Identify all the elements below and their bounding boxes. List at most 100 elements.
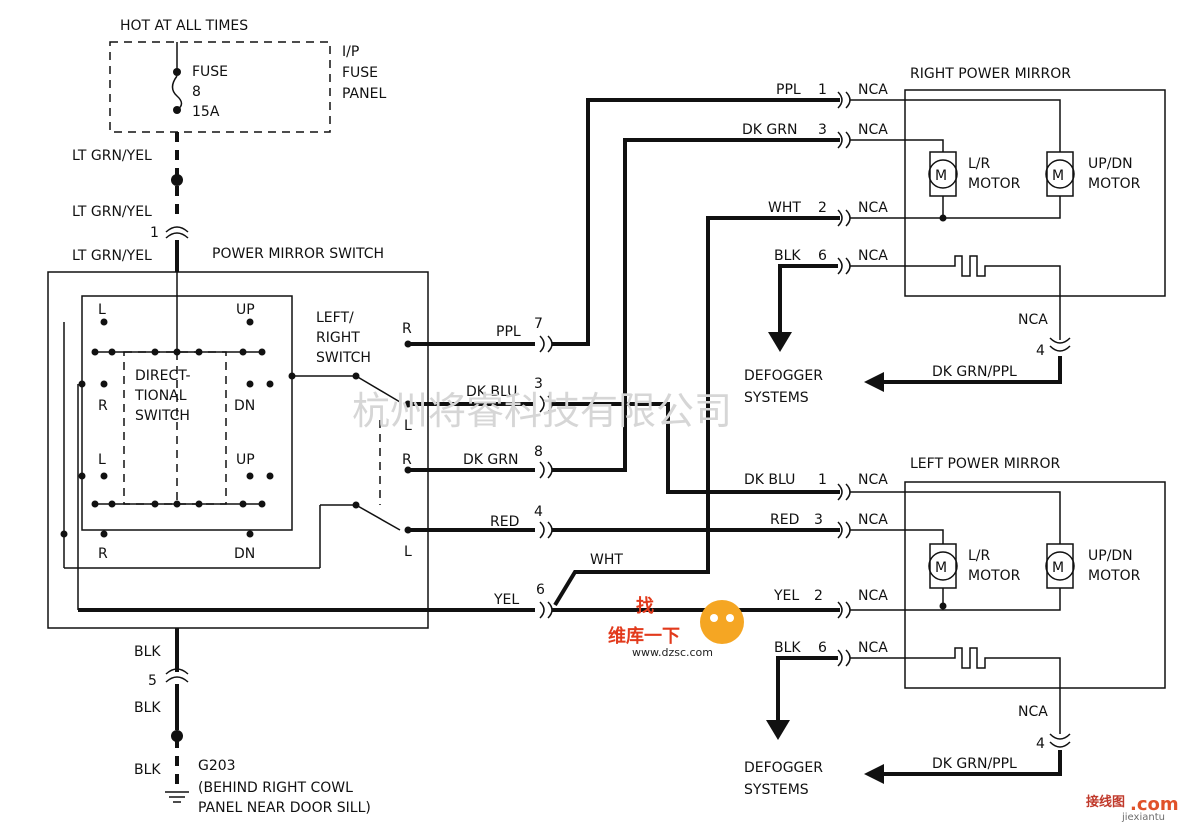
switch-label-l-top: L [98,302,106,318]
contact [151,348,159,356]
contact [266,380,274,388]
lm-internal-common [905,588,1061,611]
right-power-mirror: RIGHT POWER MIRROR PPL 1 NCA DK GRN 3 NC… [742,66,1166,406]
logo-top-text: 找 [636,595,654,617]
connector-4 [539,521,553,539]
lm-lr-motor-label-2: MOTOR [968,568,1021,584]
switch-title: POWER MIRROR SWITCH [212,246,384,262]
pin-4: 4 [534,504,543,520]
pin-6: 6 [536,582,545,598]
lm-heater-conn: NCA [1018,704,1048,720]
left-mirror-housing [904,481,1166,689]
lm-defogger-arrow-down [766,720,790,740]
contact [173,500,181,508]
power-mirror-switch: POWER MIRROR SWITCH [47,246,429,629]
rm-conn-6: NCA [858,248,888,264]
rm-updn-motor: M UP/DN MOTOR [1045,151,1141,197]
lm-defogger-label-2: SYSTEMS [744,782,809,798]
wire-label-ppl: PPL [496,324,521,340]
feed-wire: LT GRN/YEL LT GRN/YEL 1 LT GRN/YEL [72,132,189,272]
directional-switch-label-2: TIONAL [134,388,187,404]
contact [108,348,116,356]
rm-defogger-arrow-down [768,332,792,352]
lr-switch-label-3: SWITCH [316,350,371,366]
rm-wire-label-blk: BLK [774,248,801,264]
switch-label-r-bottom: R [98,546,108,562]
contact [91,500,99,508]
wire-label-dk-grn: DK GRN [463,452,518,468]
lr-switch-label-2: RIGHT [316,330,360,346]
contact [60,530,68,538]
lm-internal-lr [905,529,944,544]
lm-updn-motor-box [1046,543,1074,589]
contact [246,472,254,480]
ground-splice [171,730,183,742]
fuse-label: FUSE [192,64,228,80]
ground-blk-mid: BLK [134,700,161,716]
contact [246,318,254,326]
directional-switch-label-3: SWITCH [135,408,190,424]
switch-output-wires: PPL 7 DK BLU 3 DK GRN 8 RED 4 YEL 6 WHT [78,98,840,619]
contact [266,472,274,480]
rm-pin-6: 6 [818,248,827,264]
lm-wire-label-red: RED [770,512,799,528]
fuse-terminal-top [173,68,181,76]
switch-label-dn-upper: DN [234,398,255,414]
panel-label-1: I/P [342,44,359,60]
fuse-rating: 15A [192,104,220,120]
rm-blk-to-defogger [778,264,838,334]
lm-common-junction [939,602,947,610]
connector-1-symbol-b [165,232,189,239]
contact [78,380,86,388]
logo-cn-text: 维库一下 [608,625,680,647]
left-mirror-title: LEFT POWER MIRROR [910,456,1060,472]
rm-updn-motor-box [1046,151,1074,197]
connector-1-symbol [165,226,189,233]
rm-connector-6 [837,257,851,275]
rm-heater-wire-label: DK GRN/PPL [932,364,1017,380]
wire-dk-blu-route [552,402,840,494]
directional-contacts [60,318,296,538]
rm-updn-motor-label-2: MOTOR [1088,176,1141,192]
watermark-company: 杭州将睿科技有限公司 [352,389,732,433]
rm-conn-2: NCA [858,200,888,216]
contact [151,500,159,508]
lm-connector-4 [1049,733,1071,748]
rm-defogger-label-1: DEFOGGER [744,368,823,384]
ground-blk-bottom: BLK [134,762,161,778]
directional-switch-label-1: DIRECT- [135,368,191,384]
lm-updn-motor-icon [1045,551,1075,581]
connector-7 [539,335,553,353]
rm-conn-3: NCA [858,122,888,138]
wire-wht-route [553,216,840,607]
lr-label-r1: R [402,321,412,337]
lm-conn-6: NCA [858,640,888,656]
directional-outer-frame [81,295,293,531]
lm-internal-updn [905,491,1061,544]
lm-heater-element [905,647,1061,734]
lr-label-l1: L [404,418,412,434]
feed-splice [171,174,183,186]
rm-heater-wire [882,356,1062,384]
lm-lr-motor-box [929,543,957,589]
contact [100,530,108,538]
connector-pin-1: 1 [150,225,159,241]
contact [100,318,108,326]
lm-heater-wire [882,750,1062,776]
switch-label-up-lower: UP [236,452,255,468]
switch-label-r-upper: R [98,398,108,414]
right-mirror-housing [904,89,1166,297]
fuse-terminal-bottom [173,106,181,114]
lm-conn-2: NCA [858,588,888,604]
wire-label-yel: YEL [493,592,519,608]
jiexiantu-badge: 接线图 .com jiexiantu [1086,794,1179,823]
lr-switch-blade-upper [355,375,401,403]
ground-blk-top: BLK [134,644,161,660]
contact [258,348,266,356]
rm-lr-motor-icon [928,159,958,189]
lr-label-r2: R [402,452,412,468]
lm-lr-motor-icon [928,551,958,581]
connector-6 [539,601,553,619]
panel-label-3: PANEL [342,86,386,102]
lm-pin-2: 2 [814,588,823,604]
